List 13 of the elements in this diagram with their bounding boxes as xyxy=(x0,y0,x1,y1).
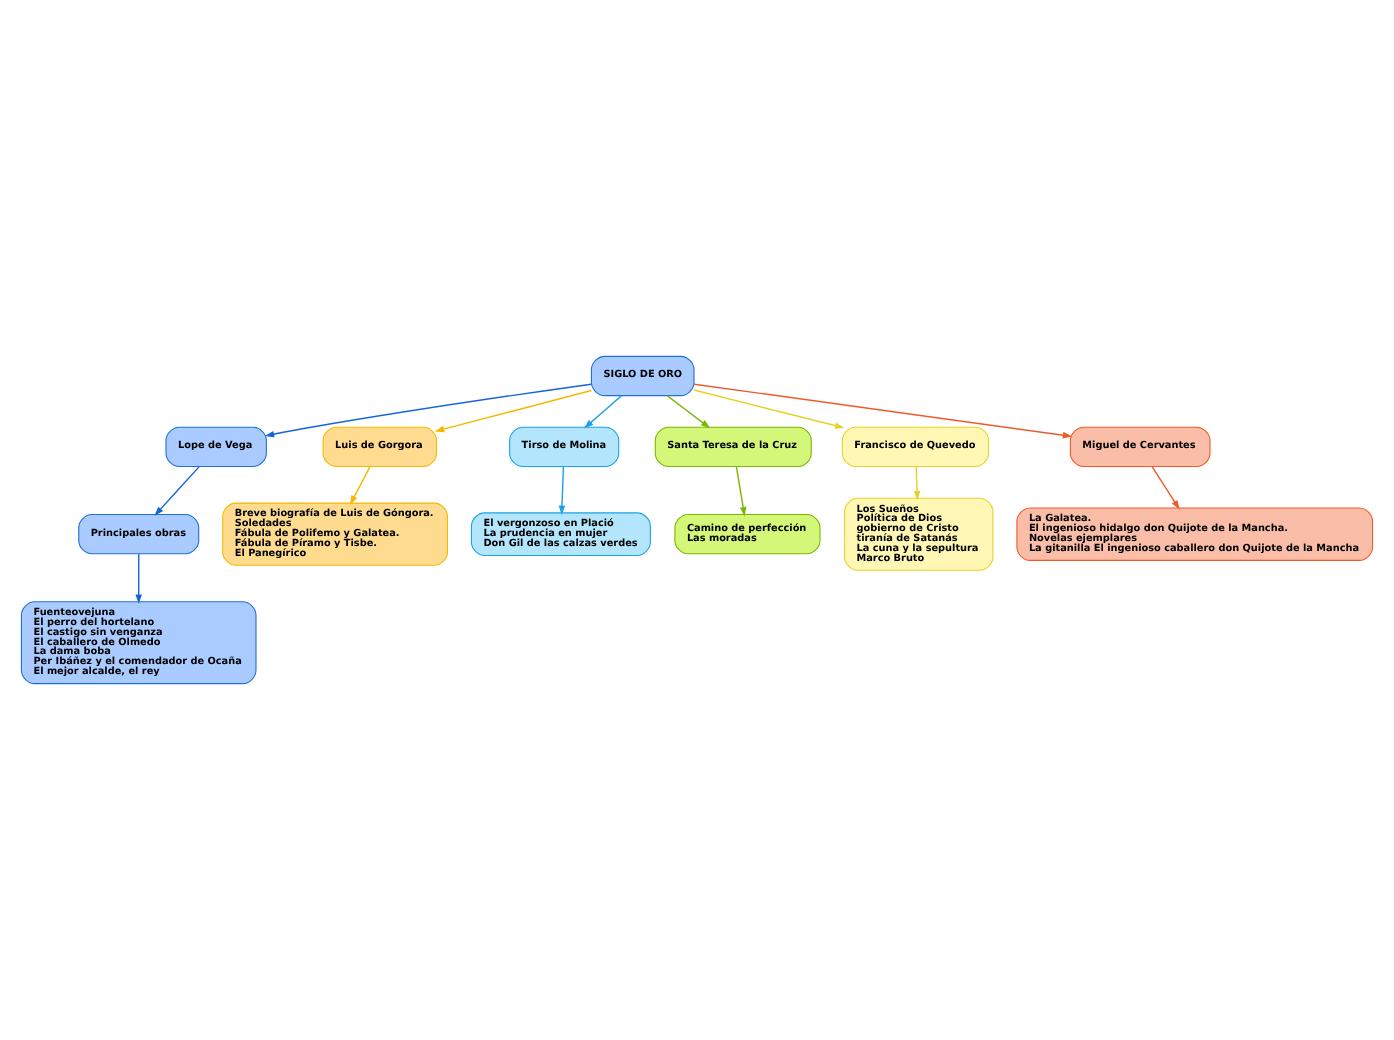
arrow xyxy=(349,466,371,505)
arrow xyxy=(135,553,143,604)
arrow xyxy=(913,466,921,501)
arrow xyxy=(693,389,845,429)
arrow xyxy=(735,466,747,517)
arrow xyxy=(1151,466,1180,510)
arrow xyxy=(584,395,622,429)
arrow xyxy=(558,466,566,515)
arrow xyxy=(264,383,592,438)
arrow xyxy=(666,395,711,429)
arrow xyxy=(434,389,593,433)
arrow xyxy=(693,383,1073,439)
arrow xyxy=(154,466,200,516)
